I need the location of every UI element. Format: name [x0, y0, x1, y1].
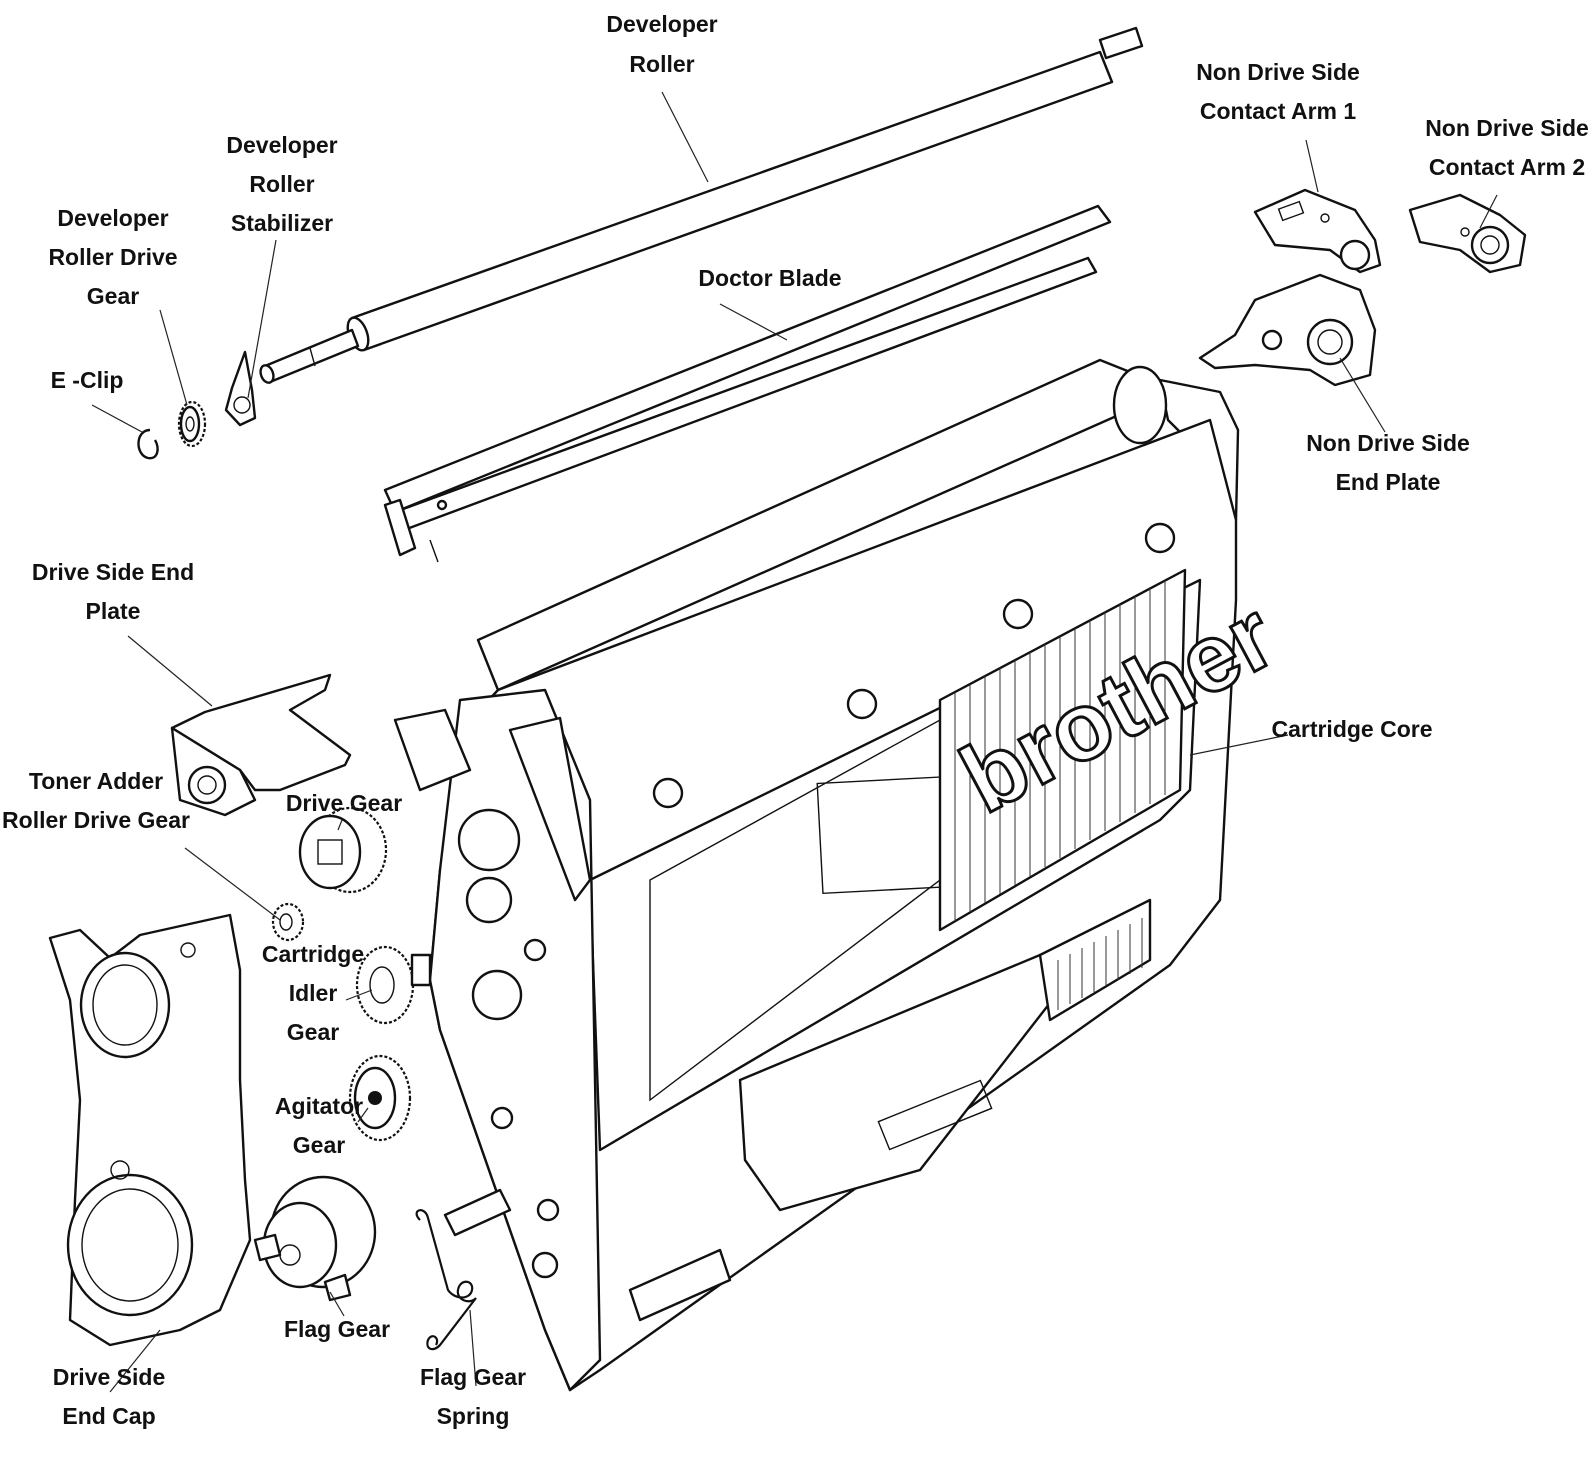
label-cartridge-idler-gear: Cartridge Idler Gear — [262, 941, 364, 1045]
drive-gear-part — [298, 806, 388, 894]
grip-ribs — [954, 580, 1166, 921]
label-toner-adder-roller-drive-gear: Toner Adder Roller Drive Gear — [2, 768, 190, 833]
label-developer-roller-drive-gear-line2: Roller Drive — [48, 244, 177, 270]
vent-slots — [1057, 918, 1143, 1010]
label-drive-gear: Drive Gear — [286, 790, 402, 816]
flag-gear-spring-part — [415, 1209, 477, 1351]
label-toner-adder-line1: Toner Adder — [29, 768, 163, 794]
label-developer-roller-drive-gear-line1: Developer — [57, 205, 168, 231]
leader-lines — [91, 91, 1498, 1393]
label-non-drive-contact-arm-1-line2: Contact Arm 1 — [1200, 98, 1357, 124]
label-drive-side-end-cap-line2: End Cap — [62, 1403, 155, 1429]
flag-gear-part — [253, 1175, 377, 1302]
cartridge-idler-gear-part — [355, 945, 432, 1025]
label-agitator-gear-line1: Agitator — [275, 1093, 363, 1119]
label-non-drive-end-plate-line2: End Plate — [1336, 469, 1441, 495]
agitator-gear-hub — [368, 1091, 382, 1105]
cartridge-core-part: brother — [393, 358, 1293, 1392]
label-drive-side-end-plate-line2: Plate — [86, 598, 141, 624]
label-doctor-blade-line1: Doctor Blade — [698, 265, 841, 291]
doctor-blade-part — [383, 204, 1112, 563]
label-drive-side-end-cap-line1: Drive Side — [53, 1364, 166, 1390]
label-flag-gear-spring-line1: Flag Gear — [420, 1364, 526, 1390]
label-developer-roller: Developer Roller — [606, 11, 717, 77]
label-flag-gear-line1: Flag Gear — [284, 1316, 390, 1342]
label-e-clip-line1: E -Clip — [51, 367, 124, 393]
label-idler-gear-line2: Idler — [289, 980, 338, 1006]
developer-roller-part — [259, 26, 1144, 384]
label-non-drive-contact-arm-1: Non Drive Side Contact Arm 1 — [1196, 59, 1360, 124]
label-developer-roller-line1: Developer — [606, 11, 717, 37]
label-developer-roller-stabilizer-line2: Roller — [249, 171, 314, 197]
label-drive-side-end-plate-line1: Drive Side End — [32, 559, 194, 585]
label-developer-roller-stabilizer-line3: Stabilizer — [231, 210, 333, 236]
non-drive-end-plate-part — [1198, 273, 1377, 387]
label-non-drive-end-plate-line1: Non Drive Side — [1306, 430, 1470, 456]
label-idler-gear-line3: Gear — [287, 1019, 339, 1045]
label-doctor-blade: Doctor Blade — [698, 265, 841, 291]
label-idler-gear-line1: Cartridge — [262, 941, 364, 967]
e-clip-part — [137, 428, 159, 460]
toner-adder-roller-drive-gear-part — [271, 902, 305, 942]
label-cartridge-core: Cartridge Core — [1271, 716, 1432, 742]
label-developer-roller-drive-gear-line3: Gear — [87, 283, 139, 309]
label-developer-roller-drive-gear: Developer Roller Drive Gear — [48, 205, 177, 309]
label-e-clip: E -Clip — [51, 367, 124, 393]
label-drive-side-end-plate: Drive Side End Plate — [32, 559, 194, 624]
developer-roller-drive-gear-part — [177, 400, 207, 448]
label-flag-gear-spring: Flag Gear Spring — [420, 1364, 526, 1429]
label-agitator-gear: Agitator Gear — [275, 1093, 363, 1158]
drive-side-end-cap-part — [48, 913, 252, 1347]
label-developer-roller-line2: Roller — [629, 51, 694, 77]
label-developer-roller-stabilizer-line1: Developer — [226, 132, 337, 158]
developer-roller-stabilizer-part — [224, 350, 257, 427]
label-non-drive-contact-arm-2-line2: Contact Arm 2 — [1429, 154, 1585, 180]
non-drive-contact-arm-1-part — [1253, 188, 1382, 274]
label-cartridge-core-line1: Cartridge Core — [1271, 716, 1432, 742]
label-flag-gear-spring-line2: Spring — [437, 1403, 510, 1429]
label-drive-gear-line1: Drive Gear — [286, 790, 402, 816]
label-toner-adder-line2: Roller Drive Gear — [2, 807, 190, 833]
label-agitator-gear-line2: Gear — [293, 1132, 345, 1158]
label-non-drive-end-plate: Non Drive Side End Plate — [1306, 430, 1470, 495]
label-non-drive-contact-arm-2-line1: Non Drive Side — [1425, 115, 1589, 141]
label-non-drive-contact-arm-1-line1: Non Drive Side — [1196, 59, 1360, 85]
label-drive-side-end-cap: Drive Side End Cap — [53, 1364, 166, 1429]
label-flag-gear: Flag Gear — [284, 1316, 390, 1342]
label-developer-roller-stabilizer: Developer Roller Stabilizer — [226, 132, 337, 236]
drive-side-end-plate-part — [170, 673, 352, 817]
label-non-drive-contact-arm-2: Non Drive Side Contact Arm 2 — [1425, 115, 1589, 180]
non-drive-contact-arm-2-part — [1408, 193, 1527, 274]
